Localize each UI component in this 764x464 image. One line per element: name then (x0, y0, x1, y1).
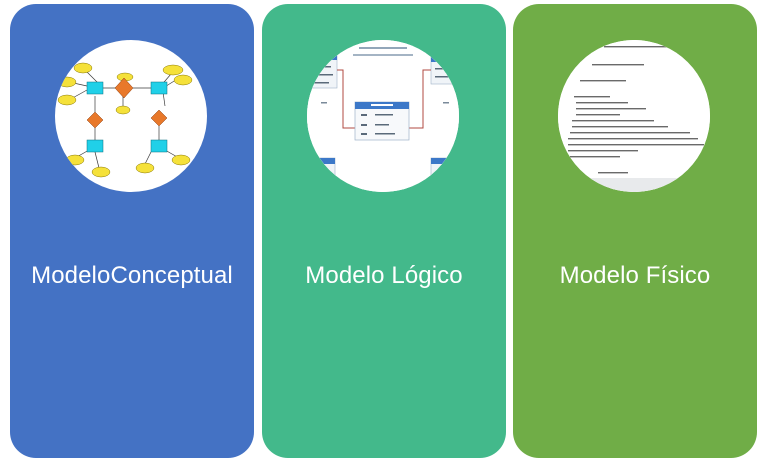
er-diagram-image (57, 62, 193, 178)
sql-code-thumbnail (558, 40, 710, 192)
card-modelo-conceptual: ModeloConceptual (10, 4, 254, 458)
relational-schema-image (307, 40, 459, 192)
card-label-conceptual: ModeloConceptual (31, 262, 233, 289)
er-diagram-thumbnail (55, 40, 207, 192)
card-label-logico: Modelo Lógico (305, 262, 463, 289)
card-label-fisico: Modelo Físico (559, 262, 711, 289)
card-modelo-fisico: Modelo Físico (513, 4, 757, 458)
sql-code-image (558, 40, 710, 192)
card-modelo-logico: Modelo Lógico (262, 4, 506, 458)
relational-schema-thumbnail (307, 40, 459, 192)
